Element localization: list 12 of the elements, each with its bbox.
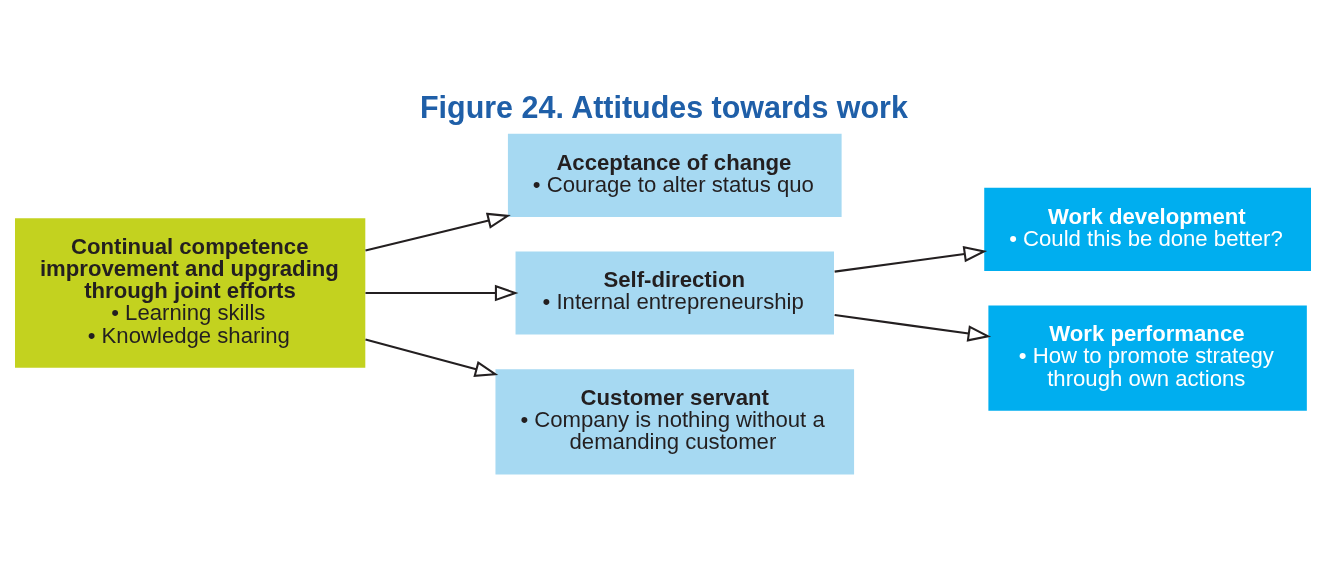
node-box: Continual competence improvement and upgrading through joint efforts • Learning skills • Knowledge sharing [15,217,366,368]
arrow [834,245,988,273]
node-box: Self-direction • Internal entrepreneurship [515,251,834,335]
arrow [365,338,499,377]
node-box: Work development • Could this be done better? [984,187,1311,271]
arrow [365,212,511,252]
arrow [834,313,992,342]
diagram-title: Figure 24. Attitudes towards work [420,89,908,124]
node-box: Acceptance of change • Courage to alter status quo [507,133,842,217]
arrow [365,284,519,301]
node-box: Customer servant • Company is nothing without a demanding customer [495,368,855,474]
node-box: Work performance • How to promote strategy through own actions [988,305,1307,411]
